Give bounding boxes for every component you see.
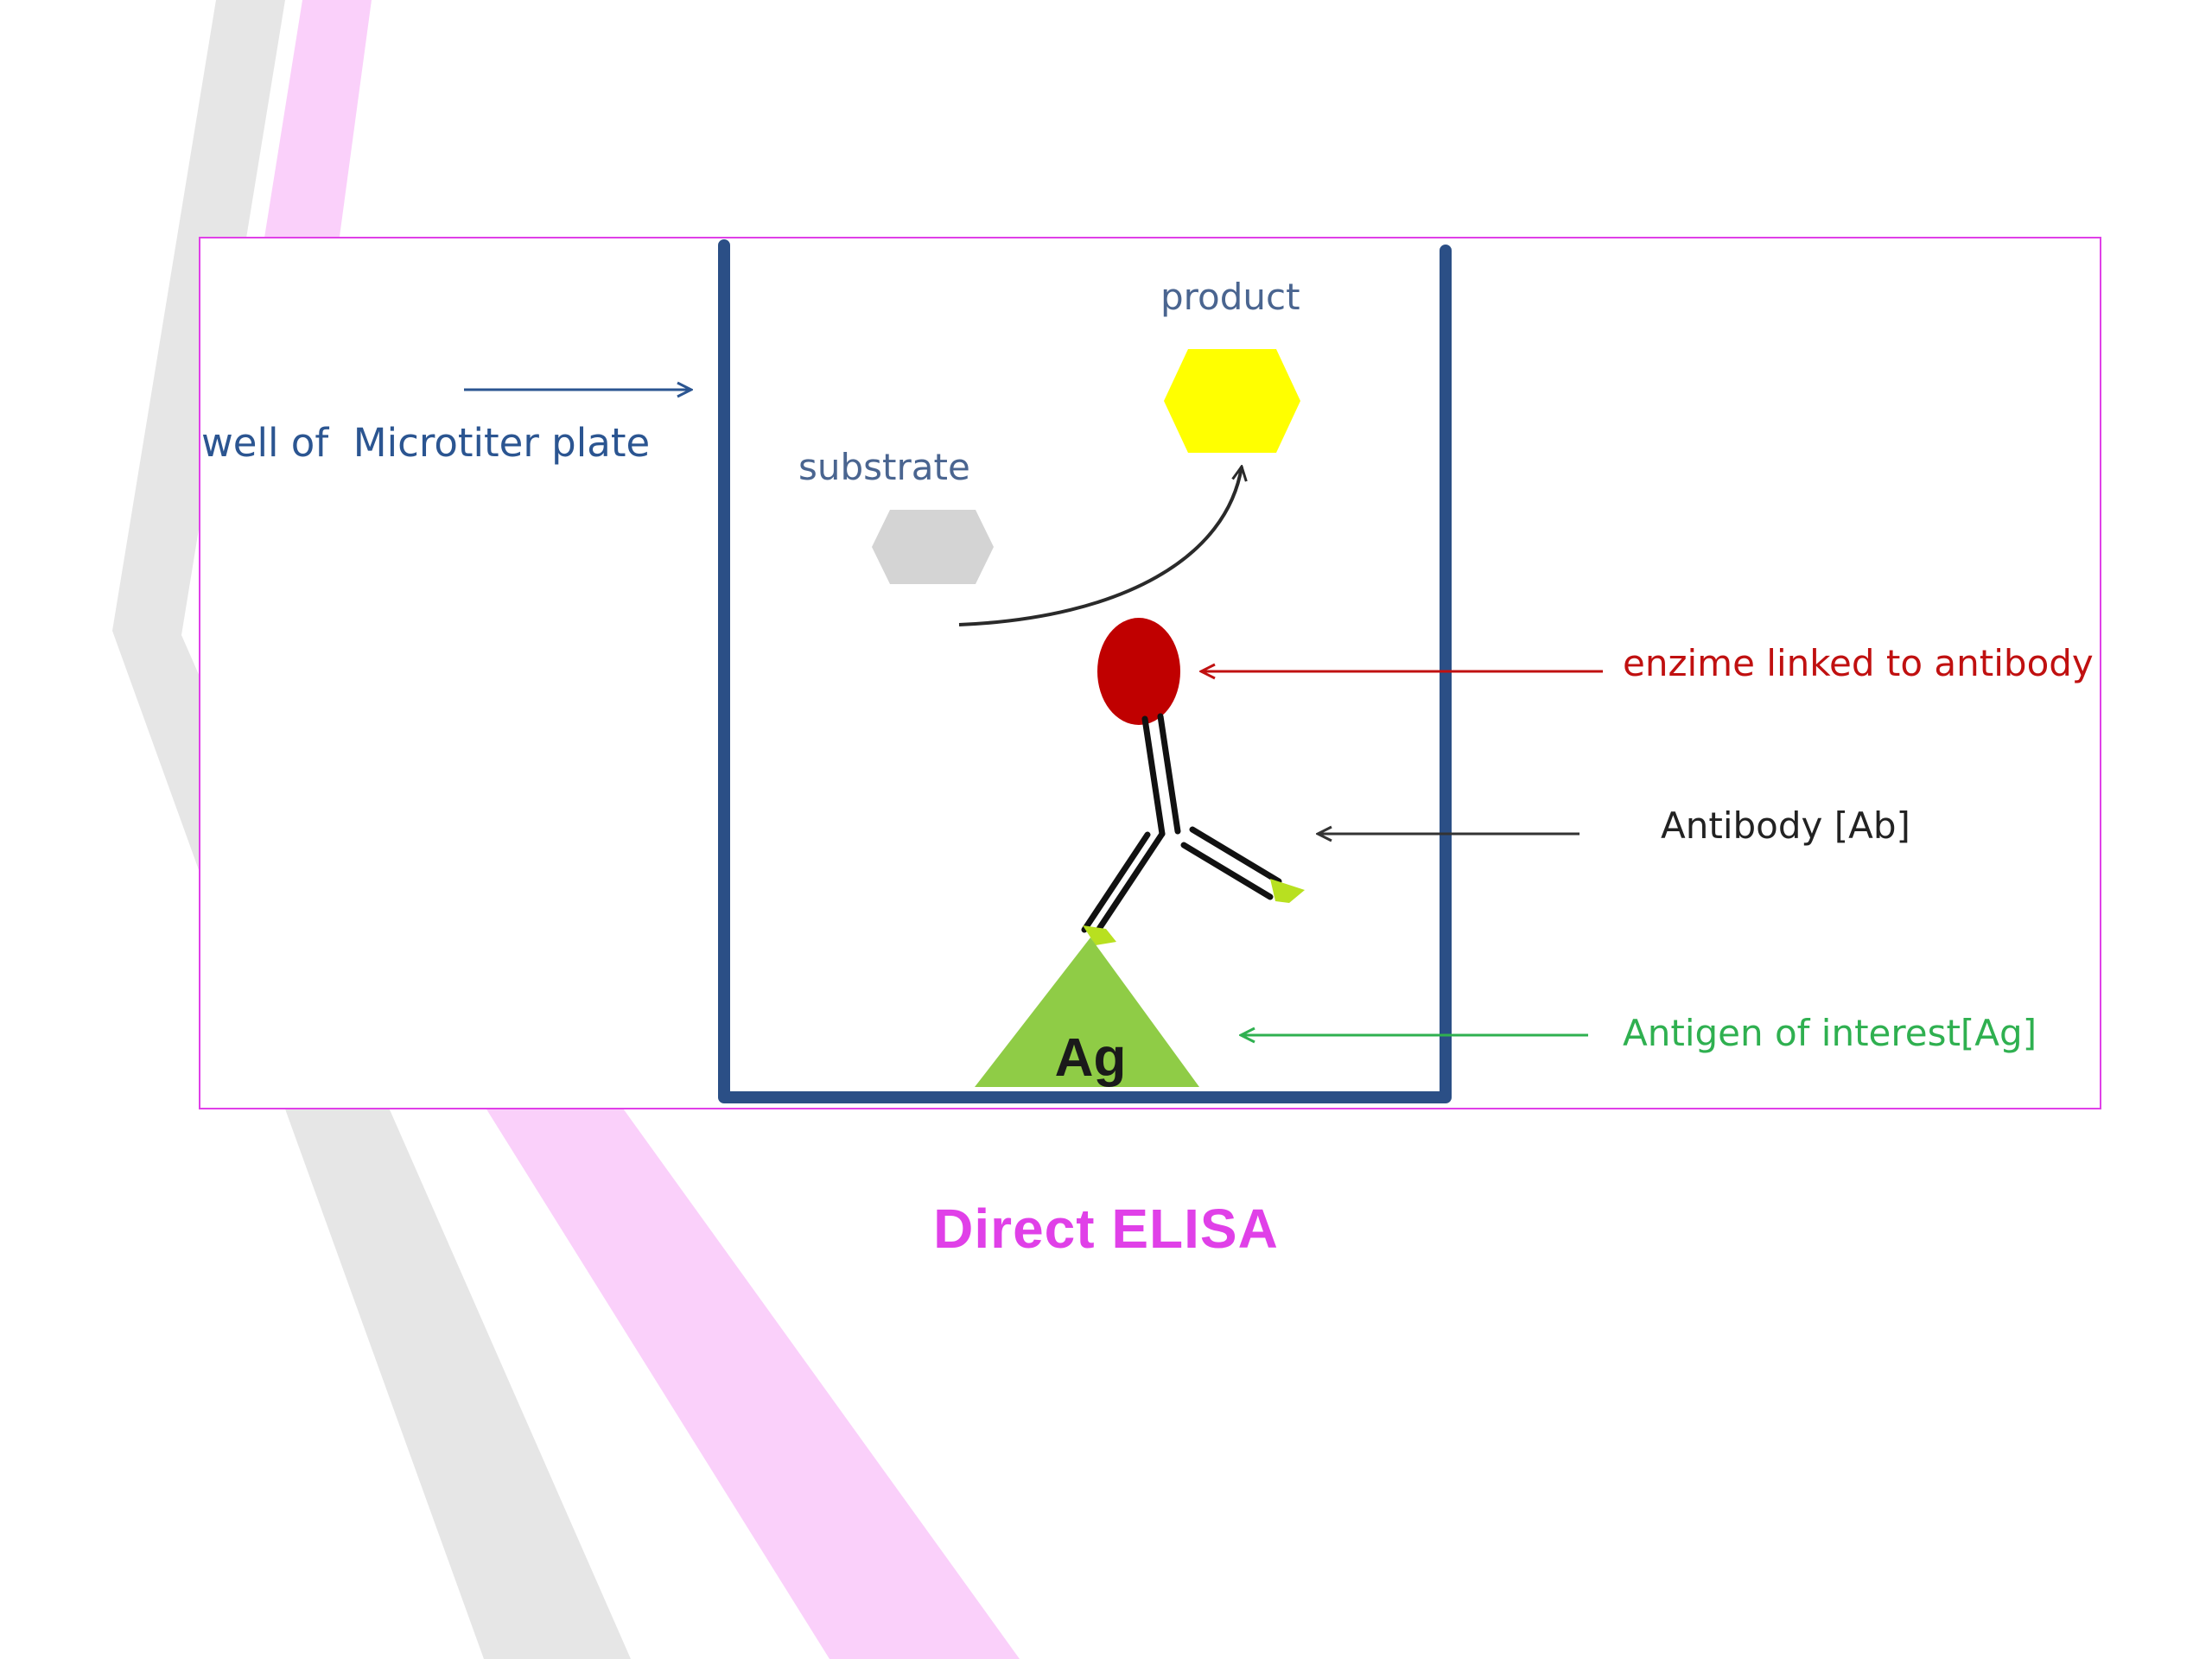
product-hexagon xyxy=(1164,349,1300,453)
antigen xyxy=(975,938,1199,1087)
antibody xyxy=(1081,713,1282,933)
diagram-frame xyxy=(199,237,2101,1109)
antigen-label: Antigen of interest[Ag] xyxy=(1623,1012,2037,1054)
antibody-label: Antibody [Ab] xyxy=(1661,804,1910,847)
substrate-label: substrate xyxy=(798,446,970,488)
antibody-binding-tip-left xyxy=(1083,925,1116,945)
substrate-hexagon xyxy=(872,510,994,584)
microtiter-well xyxy=(718,239,1452,1103)
antibody-binding-tip-right xyxy=(1270,879,1305,903)
antigen-symbol: Ag xyxy=(1055,1028,1127,1088)
well-label: well of Microtiter plate xyxy=(201,420,650,466)
product-label: product xyxy=(1160,276,1300,318)
caption: Direct ELISA xyxy=(933,1198,1279,1260)
reaction-arrow xyxy=(958,467,1242,626)
enzyme xyxy=(1097,618,1180,725)
enzyme-label: enzime linked to antibody xyxy=(1623,642,2094,684)
